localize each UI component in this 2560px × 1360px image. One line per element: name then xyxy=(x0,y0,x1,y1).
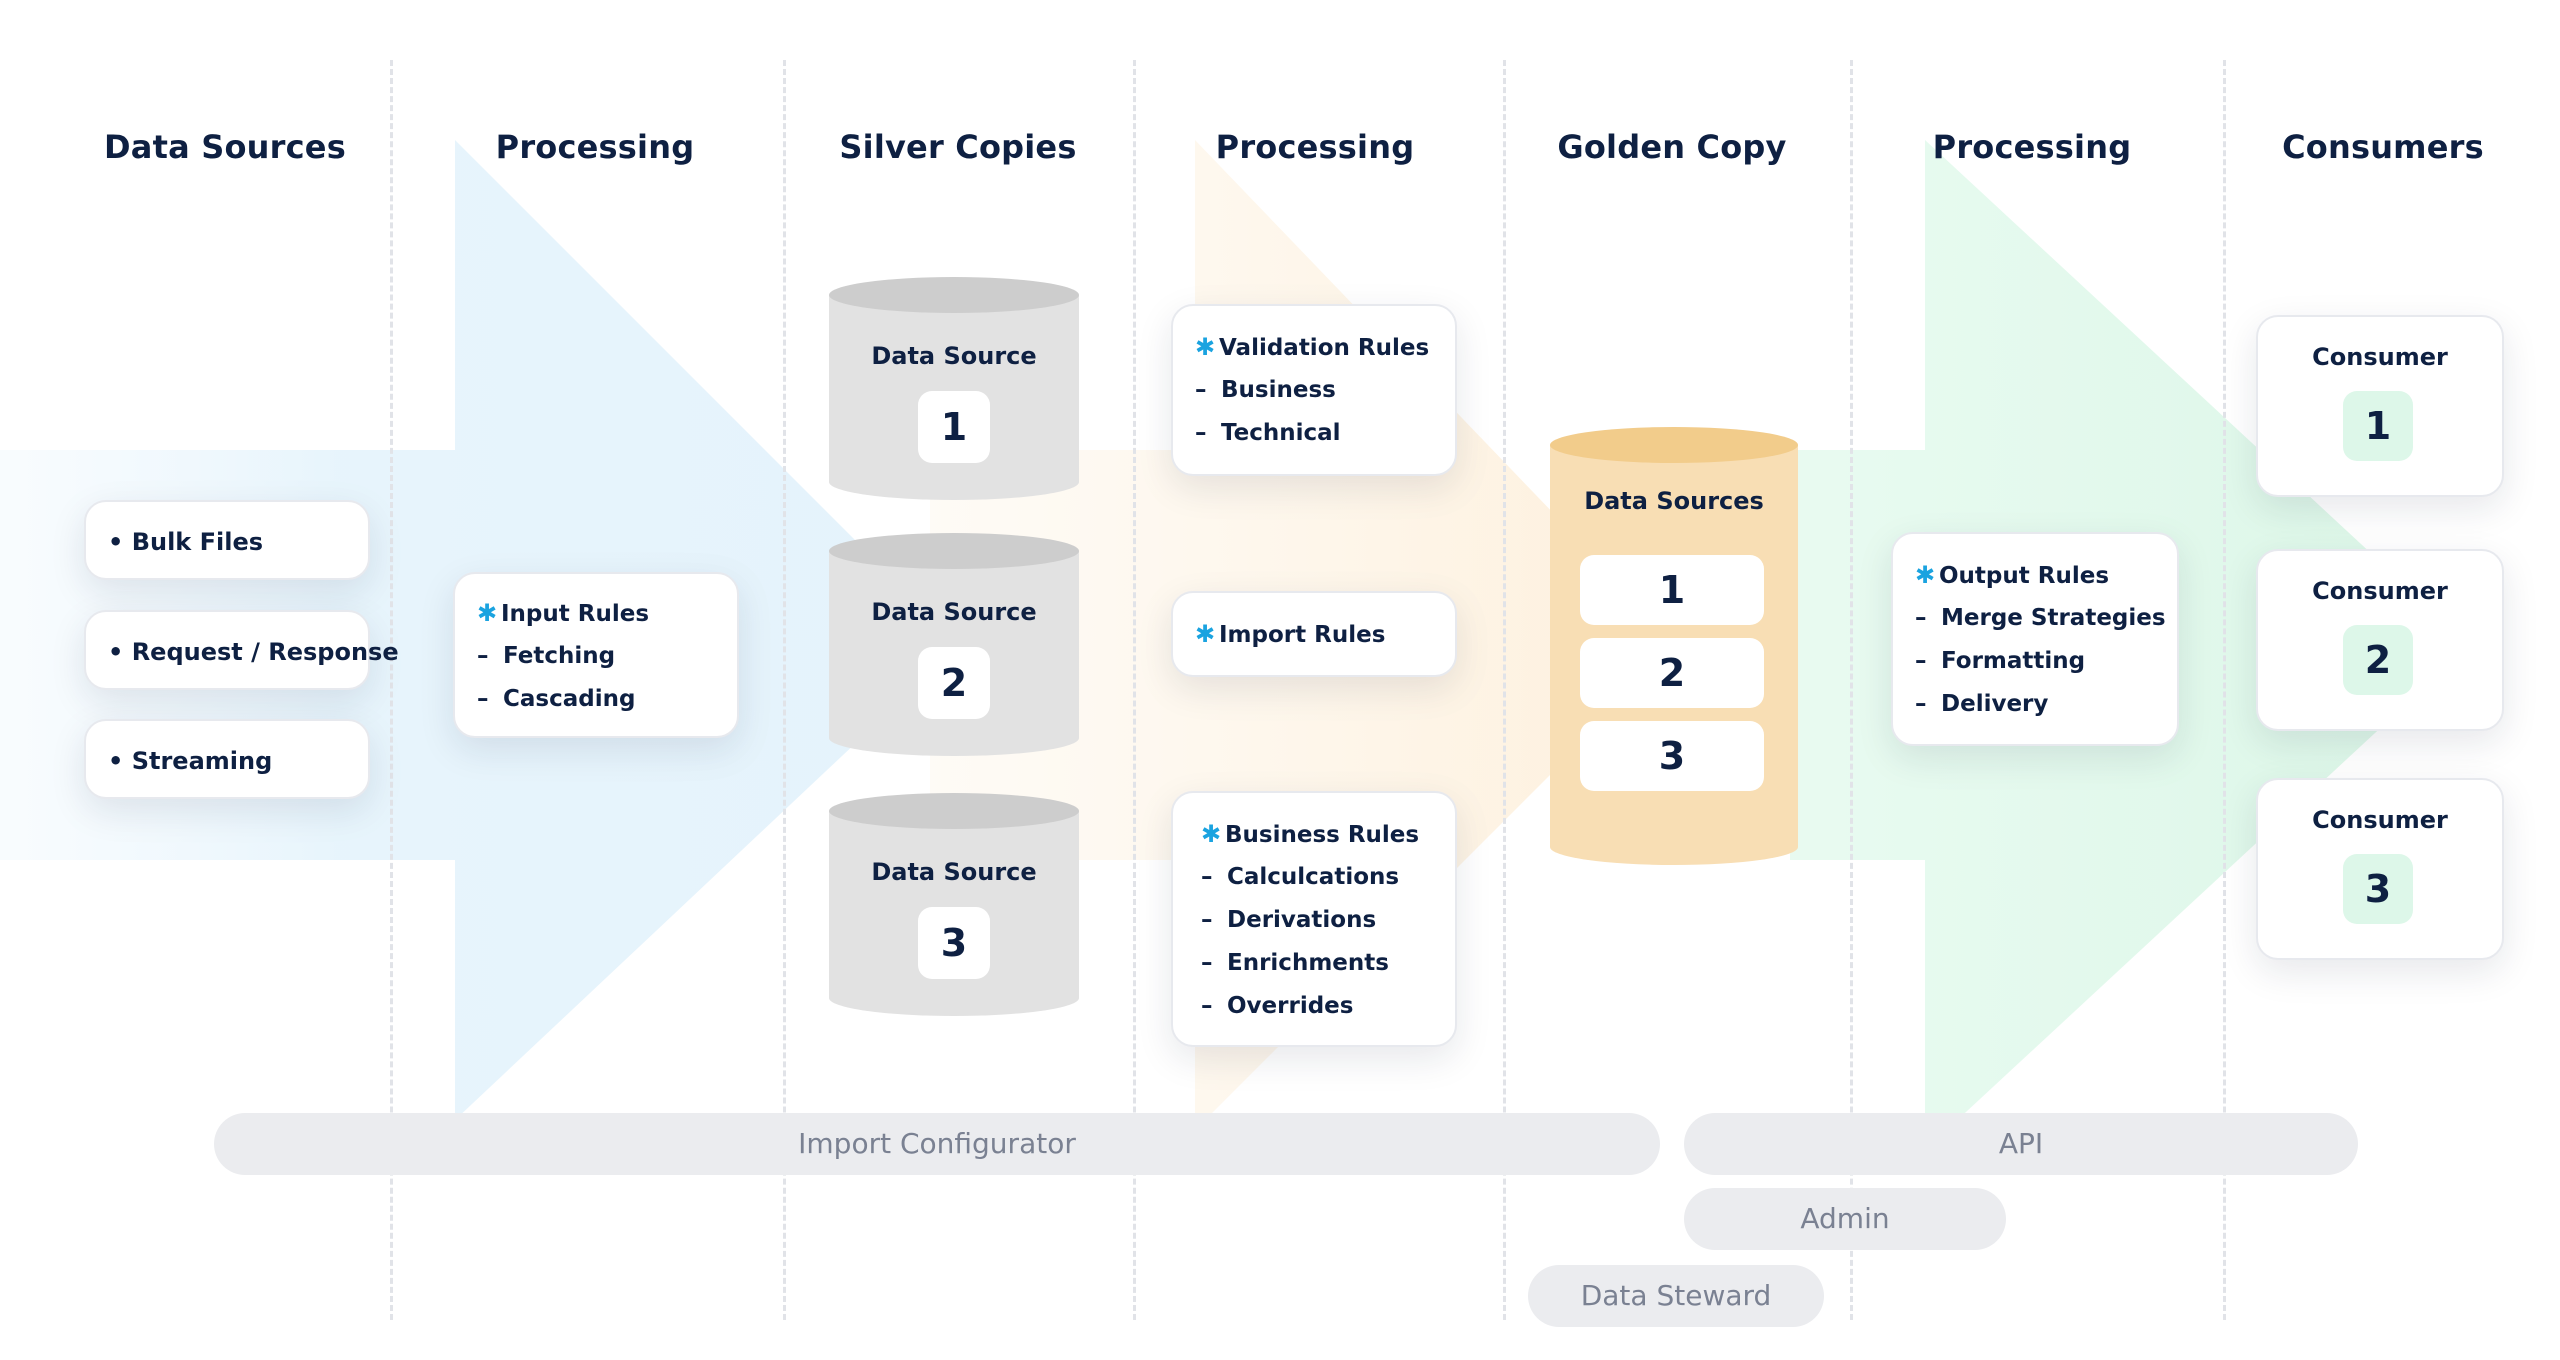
data-steward-bar[interactable]: Data Steward xyxy=(1528,1265,1824,1327)
cylinder-shape xyxy=(829,277,1079,500)
golden-copy-number: 2 xyxy=(1580,638,1764,708)
silver-copy-label: Data Source xyxy=(871,858,1037,886)
column-divider xyxy=(1133,60,1136,1320)
business-rules-card[interactable]: ✱Business Rules –Calculcations –Derivati… xyxy=(1171,791,1457,1047)
column-title-golden-copy: Golden Copy xyxy=(1557,128,1787,166)
silver-copy-number: 3 xyxy=(918,907,990,979)
silver-copy-label: Data Source xyxy=(871,598,1037,626)
silver-copy-cylinder-3[interactable]: Data Source 3 xyxy=(829,793,1079,1018)
business-rules-item: –Calculcations xyxy=(1201,864,1400,890)
silver-copy-label: Data Source xyxy=(871,342,1037,370)
business-rules-item: –Derivations xyxy=(1201,907,1377,933)
consumer-number: 3 xyxy=(2343,854,2413,924)
consumer-label: Consumer xyxy=(2312,577,2448,605)
consumer-card-1[interactable]: Consumer 1 xyxy=(2256,315,2504,497)
silver-copy-cylinder-2[interactable]: Data Source 2 xyxy=(829,533,1079,758)
cylinder-shape xyxy=(829,533,1079,756)
output-rules-card[interactable]: ✱Output Rules –Merge Strategies –Formatt… xyxy=(1891,532,2179,746)
output-rules-item: –Merge Strategies xyxy=(1915,605,2166,631)
api-bar[interactable]: API xyxy=(1684,1113,2358,1175)
column-title-processing-2: Processing xyxy=(1215,128,1415,166)
validation-rules-item: –Technical xyxy=(1195,420,1341,446)
data-source-item-streaming[interactable]: • Streaming xyxy=(84,719,370,799)
cylinder-shape xyxy=(829,793,1079,1016)
silver-copy-number: 2 xyxy=(918,647,990,719)
input-rules-card[interactable]: ✱Input Rules –Fetching –Cascading xyxy=(453,572,739,738)
golden-copy-number: 3 xyxy=(1580,721,1764,791)
column-title-consumers: Consumers xyxy=(2282,128,2484,166)
column-title-silver-copies: Silver Copies xyxy=(839,128,1077,166)
column-title-data-sources: Data Sources xyxy=(104,128,346,166)
import-rules-title: ✱Import Rules xyxy=(1195,613,1455,656)
import-rules-card[interactable]: ✱Import Rules xyxy=(1171,591,1457,677)
column-divider xyxy=(390,60,393,1320)
consumer-card-3[interactable]: Consumer 3 xyxy=(2256,778,2504,960)
import-configurator-bar[interactable]: Import Configurator xyxy=(214,1113,1660,1175)
business-rules-item: –Enrichments xyxy=(1201,950,1389,976)
asterisk-icon: ✱ xyxy=(1195,333,1216,361)
column-divider xyxy=(783,60,786,1320)
business-rules-title: ✱Business Rules xyxy=(1201,813,1455,856)
asterisk-icon: ✱ xyxy=(477,599,498,627)
silver-copy-cylinder-1[interactable]: Data Source 1 xyxy=(829,277,1079,502)
output-rules-item: –Formatting xyxy=(1915,648,2086,674)
consumer-number: 1 xyxy=(2343,391,2413,461)
asterisk-icon: ✱ xyxy=(1195,620,1216,648)
validation-rules-title: ✱Validation Rules xyxy=(1195,326,1455,369)
output-rules-title: ✱Output Rules xyxy=(1915,554,2177,597)
golden-copy-number: 1 xyxy=(1580,555,1764,625)
input-rules-item: –Cascading xyxy=(477,686,636,712)
asterisk-icon: ✱ xyxy=(1201,820,1222,848)
consumer-card-2[interactable]: Consumer 2 xyxy=(2256,549,2504,731)
column-divider xyxy=(1503,60,1506,1320)
data-source-item-request-response[interactable]: • Request / Response xyxy=(84,610,399,690)
data-source-list: • Bulk Files • Request / Response • Stre… xyxy=(84,500,399,810)
consumer-label: Consumer xyxy=(2312,806,2448,834)
column-divider xyxy=(2223,60,2226,1320)
validation-rules-card[interactable]: ✱Validation Rules –Business –Technical xyxy=(1171,304,1457,476)
golden-copy-label: Data Sources xyxy=(1584,487,1764,515)
column-title-processing-1: Processing xyxy=(495,128,695,166)
column-divider xyxy=(1850,60,1853,1320)
admin-bar[interactable]: Admin xyxy=(1684,1188,2006,1250)
validation-rules-item: –Business xyxy=(1195,377,1336,403)
column-title-processing-3: Processing xyxy=(1932,128,2132,166)
silver-copy-number: 1 xyxy=(918,391,990,463)
consumer-number: 2 xyxy=(2343,625,2413,695)
golden-copy-cylinder[interactable]: Data Sources 1 2 3 xyxy=(1550,427,1798,867)
consumer-label: Consumer xyxy=(2312,343,2448,371)
output-rules-item: –Delivery xyxy=(1915,691,2049,717)
business-rules-item: –Overrides xyxy=(1201,993,1354,1019)
asterisk-icon: ✱ xyxy=(1915,561,1936,589)
input-rules-item: –Fetching xyxy=(477,643,616,669)
input-rules-title: ✱Input Rules xyxy=(477,592,737,635)
data-source-item-bulk-files[interactable]: • Bulk Files xyxy=(84,500,370,580)
